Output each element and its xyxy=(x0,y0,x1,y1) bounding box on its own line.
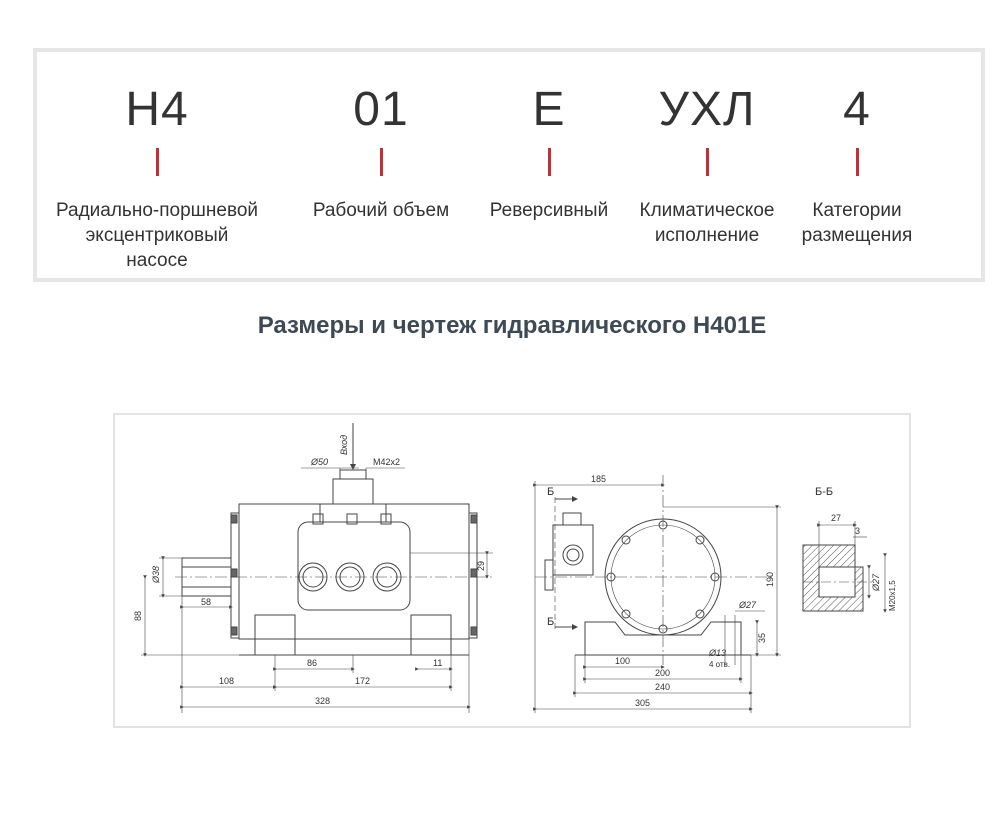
code-separator xyxy=(156,148,159,176)
dim-label: 58 xyxy=(201,597,211,607)
dim-label: 190 xyxy=(765,572,775,587)
side-view xyxy=(533,475,781,713)
section-title: Б-Б xyxy=(815,486,833,498)
section-mark: Б xyxy=(547,486,554,498)
dim-label: 328 xyxy=(315,696,330,706)
code-description: Категории размещения xyxy=(801,200,913,246)
code-value: 4 xyxy=(843,83,871,136)
code-separator xyxy=(706,148,709,176)
dim-label: 172 xyxy=(355,676,370,686)
dim-label: 200 xyxy=(655,668,670,678)
dim-label: 29 xyxy=(476,561,486,571)
code-separator xyxy=(548,148,551,176)
code-separator xyxy=(380,148,383,176)
dim-label: 27 xyxy=(831,513,841,523)
section-view xyxy=(802,521,887,613)
code-separator xyxy=(856,148,859,176)
dim-label: 240 xyxy=(655,682,670,692)
dim-label: Вход xyxy=(339,435,349,455)
dim-label: 305 xyxy=(635,698,650,708)
pump-drawing: Вход Ø50 М42х2 Ø38 29 88 58 86 11 108 17… xyxy=(113,413,911,728)
page-title: Размеры и чертеж гидравлического Н401Е xyxy=(257,312,767,339)
dim-label: Ø50 xyxy=(310,457,328,467)
dim-label: 108 xyxy=(219,676,234,686)
dim-label: 35 xyxy=(757,633,767,643)
dim-label: Ø27 xyxy=(871,573,881,592)
dim-label: 11 xyxy=(433,658,442,668)
code-description: Реверсивный xyxy=(489,200,609,221)
dim-label: 86 xyxy=(307,658,317,668)
dim-label: М20х1,5 xyxy=(888,580,897,611)
front-view xyxy=(141,423,495,713)
technical-drawing-svg: Вход Ø50 М42х2 Ø38 29 88 58 86 11 108 17… xyxy=(133,423,897,713)
dim-label: 3 xyxy=(855,526,860,536)
code-value: УХЛ xyxy=(658,83,756,136)
dim-label: 185 xyxy=(591,474,606,484)
front-view-labels: Вход Ø50 М42х2 Ø38 29 88 58 86 11 108 17… xyxy=(133,435,486,706)
dim-label: М42х2 xyxy=(373,457,400,467)
side-view-labels: 185 Б Б 190 Ø27 35 100 Ø13 4 отв. 200 24… xyxy=(547,474,775,708)
section-view-labels: Б-Б 27 3 Ø27 М20х1,5 xyxy=(815,486,897,611)
section-mark: Б xyxy=(547,616,554,628)
designation-code-panel: Н4 Радиально-поршневой эксцентриковый на… xyxy=(33,48,985,282)
dim-label: 4 отв. xyxy=(709,660,730,669)
code-description: Климатическое исполнение xyxy=(639,200,775,246)
dim-label: 100 xyxy=(615,656,630,666)
code-value: Е xyxy=(532,83,566,136)
code-description: Рабочий объем xyxy=(312,200,450,221)
code-description: Радиально-поршневой эксцентриковый насос… xyxy=(55,200,259,271)
dim-label: 88 xyxy=(133,611,143,621)
dim-label: Ø38 xyxy=(151,566,161,584)
code-value: 01 xyxy=(353,83,409,136)
dim-label: Ø13 xyxy=(708,648,726,658)
dim-label: Ø27 xyxy=(738,600,757,610)
code-value: Н4 xyxy=(125,83,189,136)
